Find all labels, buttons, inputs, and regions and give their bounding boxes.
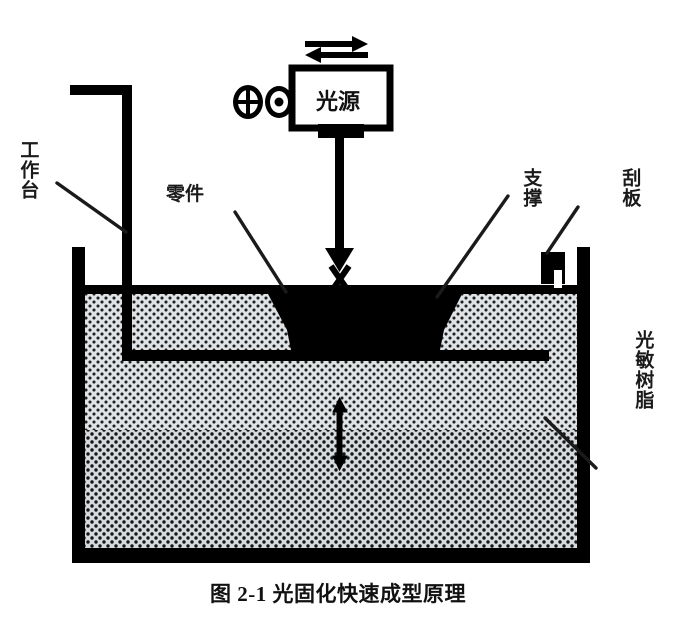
arrow-right: [305, 36, 368, 52]
label-resin: 光敏树脂: [632, 330, 654, 410]
label-part: 零件: [166, 184, 205, 205]
leader-part: [233, 210, 288, 294]
elevator-motion-arrow-icon: [332, 396, 348, 472]
light-source-unit: [288, 64, 394, 138]
build-platform-bar: [122, 350, 549, 361]
part-edge-texture: [430, 295, 446, 349]
beam-focus: [328, 264, 352, 294]
dotted-circle-icon: [265, 86, 293, 118]
leader-worktable: [55, 181, 128, 234]
beam-shaft: [335, 138, 344, 251]
scan-arrow-icon: [305, 36, 368, 63]
leader-scraper: [545, 205, 580, 255]
part-solid-top: [268, 294, 462, 330]
crossed-circle-icon: [233, 85, 263, 119]
vat-wall-right: [577, 247, 590, 561]
leader-resin: [543, 416, 598, 470]
mirror-symbols: [233, 85, 293, 119]
blade-notch: [554, 270, 562, 288]
vat-floor: [72, 548, 590, 563]
figure-caption-wrap: 图 2-1 光固化快速成型原理: [0, 578, 676, 608]
beam-arrowhead: [325, 248, 354, 272]
laser-beam: [325, 138, 354, 294]
leader-lines: [55, 181, 598, 470]
figure-caption: 图 2-1 光固化快速成型原理: [210, 582, 466, 606]
vat-wall-left: [72, 247, 85, 561]
label-worktable: 工作台: [17, 140, 39, 200]
label-scraper: 刮板: [619, 168, 641, 208]
leader-support: [435, 194, 510, 299]
part-solid-lower: [287, 330, 444, 350]
scraper-blade: [541, 252, 565, 288]
arrow-left: [305, 47, 368, 63]
light-source-nozzle: [318, 124, 364, 138]
elevator-bracket-top: [70, 85, 132, 95]
build-platform-assembly: [70, 85, 549, 361]
label-support: 支撑: [520, 168, 542, 208]
part-body: [268, 294, 462, 350]
elevator-column: [122, 85, 132, 360]
label-light-source: 光源: [316, 89, 361, 114]
support-structure: [296, 338, 429, 349]
resin-fill-lower: [84, 430, 578, 561]
